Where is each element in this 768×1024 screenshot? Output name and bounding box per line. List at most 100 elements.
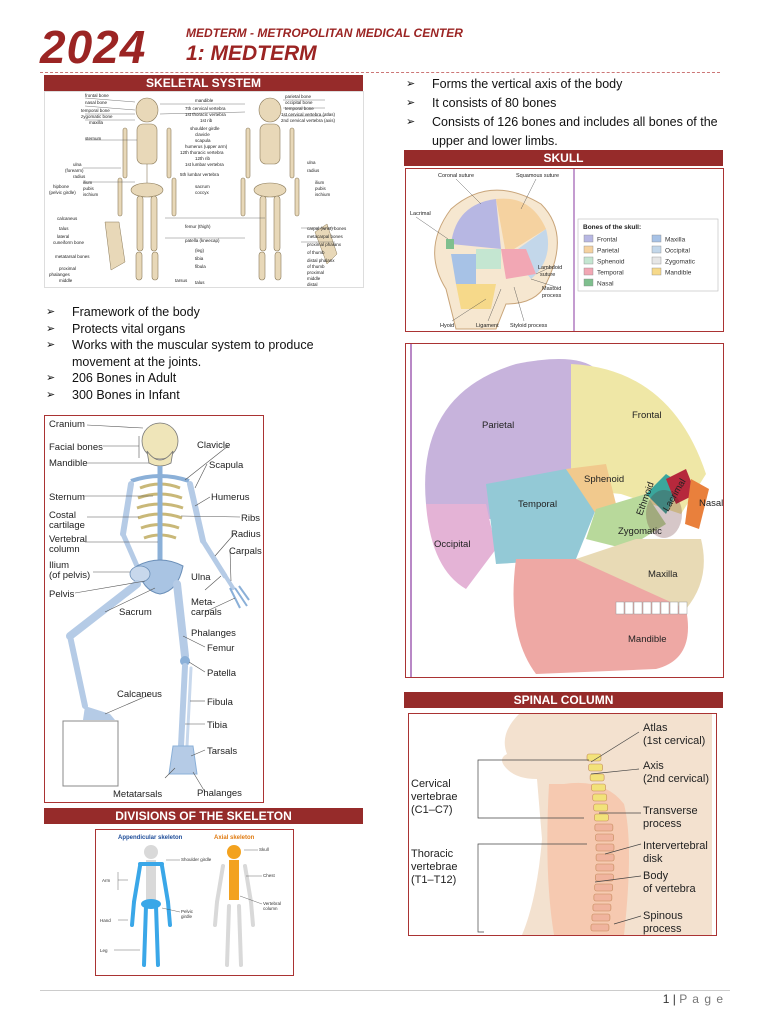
skull-diagram-figure: Coronal suture Squamous suture Lacrimal …: [405, 168, 724, 332]
legend-label: Sphenoid: [597, 259, 625, 266]
label-pelvis: Pelvis: [49, 589, 75, 600]
axial-title: Axial skeleton: [214, 835, 255, 841]
legend-label: Mandible: [665, 270, 692, 277]
svg-text:sacrum: sacrum: [195, 184, 210, 189]
svg-text:1st rib: 1st rib: [200, 118, 213, 123]
legend-title: Bones of the skull:: [583, 224, 641, 231]
label-leg: Leg: [100, 948, 108, 953]
svg-text:of thumb: of thumb: [307, 264, 325, 269]
section-bar-skeletal-system: SKELETAL SYSTEM: [44, 75, 363, 91]
label-femur: Femur: [207, 643, 234, 654]
svg-text:Pelvic: Pelvic: [181, 909, 194, 914]
legend-swatch: [583, 245, 594, 254]
arrow-bullet-icon: ➢: [46, 306, 56, 318]
svg-text:mandible: mandible: [195, 98, 214, 103]
skeletal-bullets: ➢Framework of the body ➢Protects vital o…: [44, 304, 344, 403]
legend-swatch: [651, 267, 662, 276]
vertebra: [588, 763, 603, 772]
svg-text:(forearm): (forearm): [65, 168, 84, 173]
svg-text:ischium: ischium: [315, 192, 331, 197]
svg-text:(of pelvis): (of pelvis): [49, 570, 90, 581]
legend-swatch: [583, 234, 594, 243]
arrow-bullet-icon: ➢: [406, 116, 416, 128]
svg-text:1st cervical vertebra (atlas): 1st cervical vertebra (atlas): [281, 112, 336, 117]
label-chest: Chest: [263, 873, 276, 878]
vertebra: [594, 883, 614, 892]
list-item: ➢It consists of 80 bones: [404, 94, 724, 113]
svg-text:proximal phalanx: proximal phalanx: [307, 242, 342, 247]
skull-large-figure: Parietal Frontal Sphenoid Temporal Ethmo…: [405, 343, 724, 678]
svg-text:Lambdoid: Lambdoid: [538, 265, 562, 271]
label-body: Body: [643, 870, 669, 882]
legend-label: Frontal: [597, 237, 618, 244]
svg-text:fibula: fibula: [195, 264, 206, 269]
svg-text:ilium: ilium: [315, 180, 325, 185]
svg-text:zygomatic bone: zygomatic bone: [81, 114, 113, 119]
section-bar-divisions: DIVISIONS OF THE SKELETON: [44, 808, 363, 824]
svg-text:coccyx: coccyx: [195, 190, 210, 195]
label-tibia: Tibia: [207, 720, 228, 731]
label-ribs: Ribs: [241, 513, 260, 524]
label-ulna: Ulna: [191, 572, 211, 583]
svg-text:talus: talus: [195, 280, 205, 285]
svg-text:Ilium: Ilium: [49, 560, 69, 571]
vertebra: [591, 783, 606, 792]
label-mandible-large: Mandible: [628, 634, 667, 645]
label-lacrimal-small: Lacrimal: [410, 211, 431, 217]
svg-text:Costal: Costal: [49, 510, 76, 521]
svg-text:nasal bone: nasal bone: [85, 100, 108, 105]
svg-text:cartilage: cartilage: [49, 520, 85, 531]
label-vertebrae-thoracic: vertebrae: [411, 861, 457, 873]
vertebra: [595, 843, 615, 852]
axial-bullets: ➢Forms the vertical axis of the body ➢It…: [404, 75, 724, 151]
svg-text:distal phalanx: distal phalanx: [307, 258, 335, 263]
svg-text:maxilla: maxilla: [89, 120, 104, 125]
section-bar-skull: SKULL: [404, 150, 723, 166]
list-item: ➢206 Bones in Adult: [46, 371, 177, 385]
label-zygomatic-large: Zygomatic: [618, 526, 662, 537]
label-squamous-suture: Squamous suture: [516, 173, 559, 179]
label-ligament: Ligament: [476, 323, 499, 329]
label-1st-cervical: (1st cervical): [643, 735, 705, 747]
label-phalanges-foot: Phalanges: [197, 788, 242, 799]
label-nasal-large: Nasal: [699, 498, 723, 509]
label-frontal-large: Frontal: [632, 410, 662, 421]
svg-text:calcaneus: calcaneus: [57, 216, 78, 221]
svg-text:2nd cervical vertebra (axis): 2nd cervical vertebra (axis): [281, 118, 336, 123]
svg-text:carpals: carpals: [191, 607, 222, 618]
svg-text:5th lumbar vertebra: 5th lumbar vertebra: [180, 172, 220, 177]
spine-figure: Atlas (1st cervical) Axis (2nd cervical)…: [408, 713, 717, 936]
label-parietal-large: Parietal: [482, 420, 514, 431]
header-year: 2024: [40, 21, 147, 73]
label-shoulder-girdle: Shoulder girdle: [181, 857, 212, 862]
svg-text:radius: radius: [73, 174, 86, 179]
label-hyoid: Hyoid: [440, 323, 454, 329]
svg-text:carpal (wrist) bones: carpal (wrist) bones: [307, 226, 347, 231]
svg-text:middle: middle: [307, 276, 321, 281]
svg-text:girdle: girdle: [181, 914, 193, 919]
label-t1-t12: (T1–T12): [411, 874, 456, 886]
arrow-bullet-icon: ➢: [46, 372, 56, 384]
labeled-skeleton-figure: Cranium Facial bones Mandible Sternum Co…: [44, 415, 264, 803]
legend-swatch: [583, 278, 594, 287]
svg-text:occipital bone: occipital bone: [285, 100, 313, 105]
svg-text:Vertebral: Vertebral: [49, 534, 87, 545]
divisions-figure: Appendicular skeleton Axial skeleton: [95, 829, 294, 976]
label-clavicle: Clavicle: [197, 440, 230, 451]
label-of-vertebra: of vertebra: [643, 883, 696, 895]
svg-text:cuneiform bone: cuneiform bone: [53, 240, 85, 245]
legend-swatch: [651, 245, 662, 254]
label-radius: Radius: [231, 529, 261, 540]
svg-text:Mastoid: Mastoid: [542, 286, 561, 292]
svg-text:femur (thigh): femur (thigh): [185, 224, 211, 229]
vertebra: [595, 863, 615, 872]
svg-text:ischium: ischium: [83, 192, 99, 197]
svg-text:tarsus: tarsus: [175, 278, 188, 283]
svg-text:proximal: proximal: [307, 270, 324, 275]
legend-swatch: [583, 267, 594, 276]
appendicular-title: Appendicular skeleton: [118, 835, 183, 841]
label-spinous-process: process: [643, 923, 682, 935]
vertebra: [591, 913, 611, 922]
svg-text:hipbone: hipbone: [53, 184, 70, 189]
